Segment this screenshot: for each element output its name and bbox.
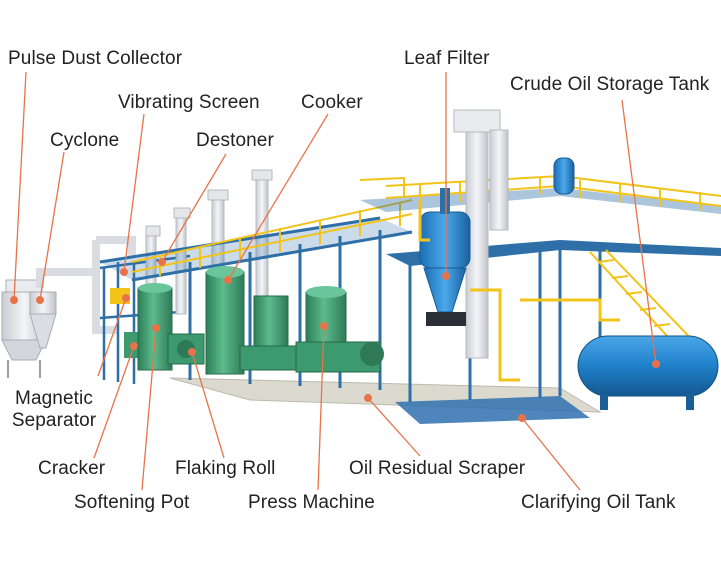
dot-crude-oil-storage-tank: [652, 360, 660, 368]
label-flaking-roll: Flaking Roll: [175, 458, 276, 479]
label-clarifying-oil-tank: Clarifying Oil Tank: [521, 492, 676, 513]
leader-cooker: [227, 113, 329, 281]
leader-cyclone: [39, 151, 65, 301]
dot-cracker: [130, 342, 138, 350]
label-crude-oil-storage-tank: Crude Oil Storage Tank: [510, 74, 710, 95]
crude-oil-storage-tank-unit: [577, 335, 719, 410]
softening-pot: [137, 283, 173, 371]
leader-vibrating-screen: [123, 113, 145, 273]
leader-destoner: [161, 153, 227, 263]
label-softening-pot: Softening Pot: [74, 492, 190, 513]
label-destoner: Destoner: [196, 130, 274, 151]
left-frame: [99, 254, 191, 384]
dot-leaf-filter: [442, 272, 450, 280]
dot-flaking-roll: [188, 348, 196, 356]
leader-crude-oil-storage-tank: [621, 99, 657, 365]
stairs: [589, 249, 701, 351]
leader-dots: [10, 258, 660, 422]
dot-softening-pot: [152, 324, 160, 332]
middle-railing: [131, 199, 413, 276]
label-magnetic-separator-line1: Magnetic: [15, 388, 93, 409]
label-oil-residual-scraper: Oil Residual Scraper: [349, 458, 526, 479]
cyclone: [29, 291, 57, 349]
dot-destoner: [158, 258, 166, 266]
label-vibrating-screen: Vibrating Screen: [118, 92, 260, 113]
label-cracker: Cracker: [38, 458, 106, 479]
press-machine-1: [239, 295, 307, 371]
dot-vibrating-screen: [120, 268, 128, 276]
label-cooker: Cooker: [301, 92, 363, 113]
dot-clarifying-oil-tank: [518, 414, 526, 422]
dot-magnetic-separator: [122, 294, 130, 302]
leader-cracker: [93, 345, 135, 459]
tall-elevator: [453, 109, 509, 359]
label-magnetic-separator-line2: Separator: [11, 410, 97, 431]
leaf-filter-unit: [419, 188, 471, 326]
label-pulse-dust-collector: Pulse Dust Collector: [8, 48, 183, 69]
leader-lines: [13, 71, 657, 491]
dot-press-machine: [320, 322, 328, 330]
leader-clarifying-oil-tank: [521, 417, 581, 491]
label-magnetic-separator: Magnetic Separator: [8, 388, 100, 432]
flaking-roll: [167, 333, 205, 365]
dot-cyclone: [36, 296, 44, 304]
dot-cooker: [224, 276, 232, 284]
leader-press-machine: [317, 325, 325, 491]
leader-flaking-roll: [191, 351, 225, 459]
oil-pipes: [418, 200, 620, 382]
label-leaf-filter: Leaf Filter: [404, 48, 490, 69]
leader-oil-residual-scraper: [367, 397, 421, 457]
label-cyclone: Cyclone: [50, 130, 120, 151]
press-machine-2: [295, 286, 384, 373]
leader-magnetic-separator: [97, 297, 127, 377]
dot-pulse-dust-collector: [10, 296, 18, 304]
label-press-machine: Press Machine: [248, 492, 375, 513]
dot-oil-residual-scraper: [364, 394, 372, 402]
leader-softening-pot: [141, 327, 157, 491]
ground-slab: [169, 377, 602, 424]
leader-pulse-dust-collector: [13, 71, 27, 301]
small-tank: [553, 157, 575, 195]
